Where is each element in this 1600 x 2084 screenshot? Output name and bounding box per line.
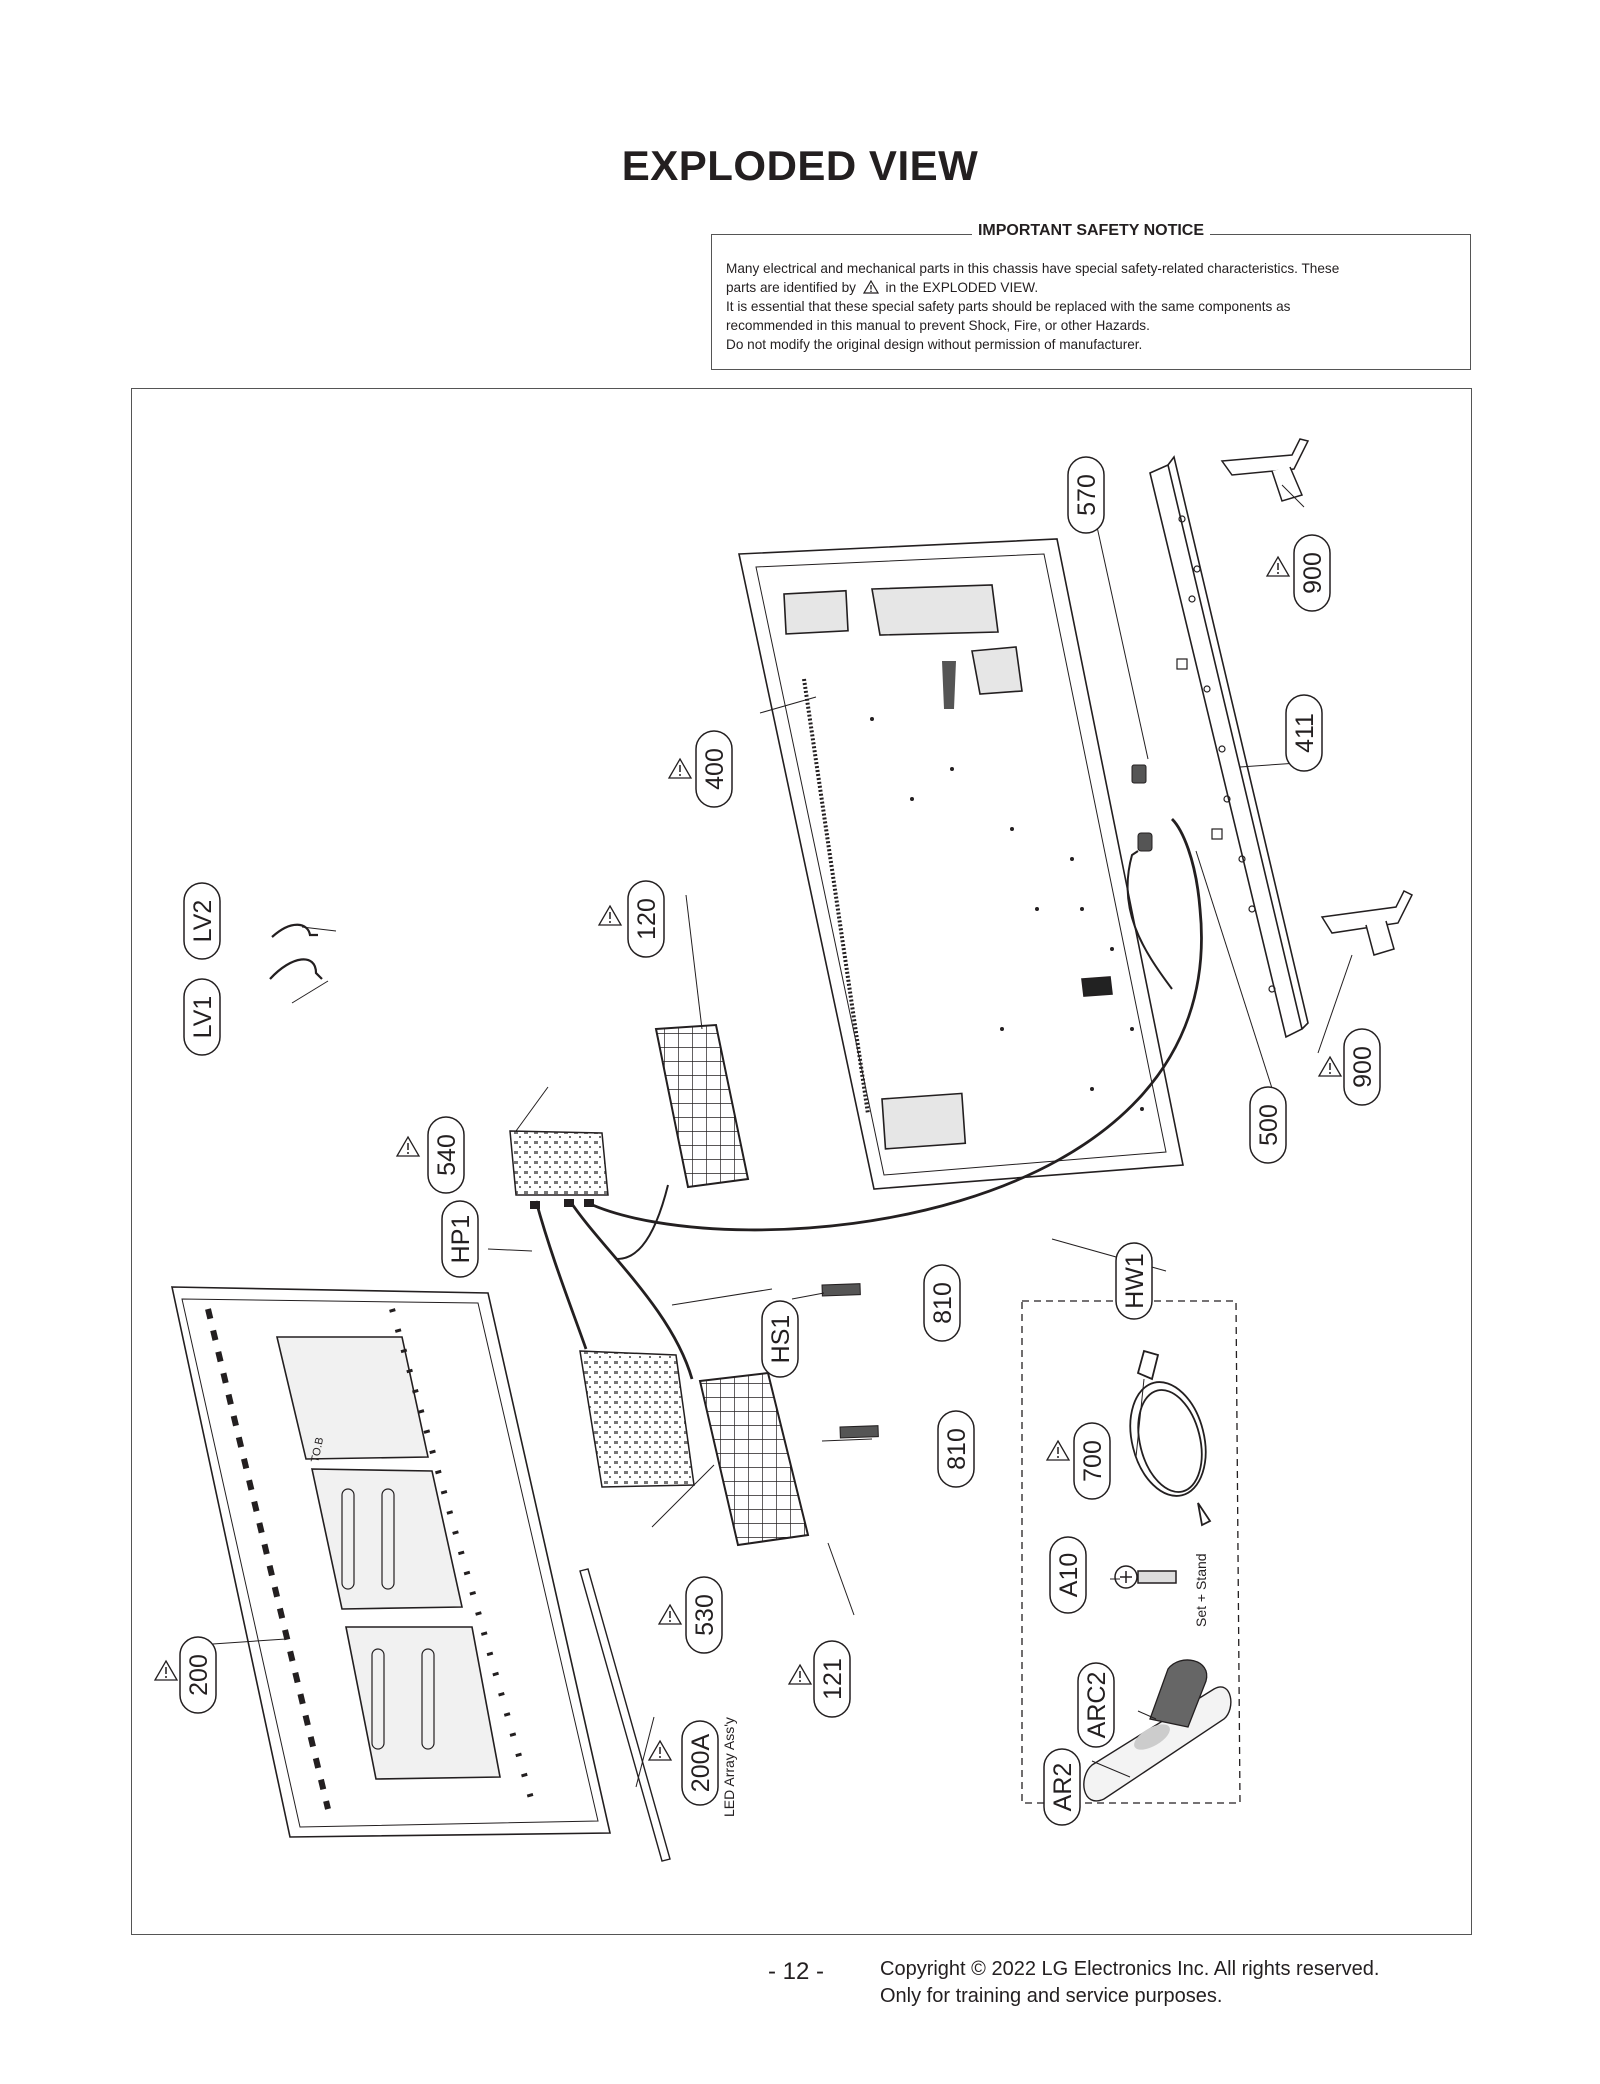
warning-icon bbox=[658, 1604, 682, 1625]
exploded-view-drawing: TO.B bbox=[154, 438, 1414, 1862]
callout-HP1: HP1 bbox=[447, 1215, 475, 1264]
set-stand-label: Set + Stand bbox=[1193, 1553, 1209, 1627]
callout-700: 700 bbox=[1079, 1440, 1107, 1482]
exploded-view-diagram: TO.B bbox=[131, 388, 1472, 1935]
callout-900-top: 900 bbox=[1299, 552, 1327, 594]
warning-icon bbox=[154, 1660, 178, 1681]
cable-HP1 bbox=[534, 1200, 588, 1350]
callout-810-top: 810 bbox=[929, 1282, 957, 1324]
copyright-line: Copyright © 2022 LG Electronics Inc. All… bbox=[880, 1958, 1380, 1980]
safety-notice-body: Many electrical and mechanical parts in … bbox=[726, 259, 1456, 354]
screw-A10 bbox=[1114, 1565, 1177, 1589]
cable-LV1 bbox=[269, 958, 323, 980]
callout-121: 121 bbox=[819, 1658, 847, 1700]
leader-lines bbox=[197, 484, 1353, 1788]
cable-HS1 bbox=[568, 1200, 694, 1380]
notice-line: Do not modify the original design withou… bbox=[726, 337, 1143, 352]
copyright-line: Only for training and service purposes. bbox=[880, 1985, 1223, 2007]
warning-icon bbox=[648, 1740, 672, 1761]
remote-cover-ARC2 bbox=[1149, 1659, 1208, 1728]
led-array-label: LED Array Ass'y bbox=[721, 1717, 737, 1817]
callout-A10: A10 bbox=[1055, 1553, 1083, 1597]
speaker-121 bbox=[698, 1371, 810, 1547]
power-board-530 bbox=[579, 1350, 695, 1488]
callout-120: 120 bbox=[633, 898, 661, 940]
warning-triangle-icon bbox=[862, 280, 879, 294]
warning-icon bbox=[1046, 1440, 1070, 1461]
part-570 bbox=[1131, 764, 1147, 784]
stand-900-bottom bbox=[1320, 889, 1414, 956]
page-title: EXPLODED VIEW bbox=[621, 142, 979, 189]
warning-icon bbox=[788, 1664, 812, 1685]
callout-HW1: HW1 bbox=[1121, 1253, 1149, 1309]
callout-ARC2: ARC2 bbox=[1083, 1672, 1111, 1739]
callout-AR2: AR2 bbox=[1049, 1763, 1077, 1812]
ir-board-810-bottom bbox=[839, 1425, 879, 1439]
speaker-120 bbox=[654, 1023, 750, 1189]
notice-line: It is essential that these special safet… bbox=[726, 299, 1291, 314]
safety-notice-title: IMPORTANT SAFETY NOTICE bbox=[971, 222, 1211, 239]
part-500 bbox=[1137, 832, 1153, 852]
warning-icon bbox=[1266, 556, 1290, 577]
warning-icon bbox=[1318, 1056, 1342, 1077]
led-array-200A bbox=[579, 1568, 671, 1862]
warning-icon bbox=[668, 758, 692, 779]
panel-mark-text: TO.B bbox=[309, 1436, 326, 1463]
callout-LV1: LV1 bbox=[189, 996, 217, 1039]
callout-411: 411 bbox=[1291, 713, 1319, 753]
stand-bracket-411 bbox=[1149, 455, 1309, 1039]
callout-900-bottom: 900 bbox=[1349, 1046, 1377, 1088]
warning-icon bbox=[396, 1136, 420, 1157]
back-cover-400 bbox=[738, 538, 1184, 1190]
cable-HW1 bbox=[587, 818, 1203, 1232]
page-number: - 12 - bbox=[768, 1958, 825, 1985]
part-callouts: 570 900 411 400 120 LV2 LV1 500 900 540 … bbox=[179, 456, 1381, 1826]
callout-LV2: LV2 bbox=[189, 900, 217, 943]
warning-icon bbox=[598, 905, 622, 926]
main-board-540 bbox=[509, 1130, 609, 1209]
callout-200: 200 bbox=[185, 1654, 213, 1696]
cables bbox=[534, 818, 1203, 1380]
callout-HS1: HS1 bbox=[767, 1315, 795, 1364]
callout-500: 500 bbox=[1255, 1104, 1283, 1146]
notice-line: recommended in this manual to prevent Sh… bbox=[726, 318, 1150, 333]
callout-400: 400 bbox=[701, 748, 729, 790]
power-cord-700 bbox=[1129, 1349, 1212, 1527]
callout-810-bottom: 810 bbox=[943, 1428, 971, 1470]
notice-line: in the EXPLODED VIEW. bbox=[885, 280, 1039, 295]
remote-controller-AR2 bbox=[1083, 1686, 1232, 1802]
copyright-notice: Copyright © 2022 LG Electronics Inc. All… bbox=[880, 1956, 1379, 2010]
stand-900-top bbox=[1220, 438, 1310, 502]
cable-LV2 bbox=[271, 923, 318, 938]
safety-notice-box: IMPORTANT SAFETY NOTICE Many electrical … bbox=[711, 222, 1471, 370]
ir-board-810-top bbox=[821, 1283, 861, 1297]
callout-530: 530 bbox=[691, 1594, 719, 1636]
accessory-box bbox=[1021, 1300, 1241, 1804]
callout-200A: 200A bbox=[687, 1733, 715, 1792]
display-panel-200: TO.B bbox=[171, 1286, 611, 1838]
notice-line: parts are identified by bbox=[726, 280, 856, 295]
notice-line: Many electrical and mechanical parts in … bbox=[726, 261, 1340, 276]
callout-570: 570 bbox=[1073, 474, 1101, 516]
callout-540: 540 bbox=[433, 1134, 461, 1176]
